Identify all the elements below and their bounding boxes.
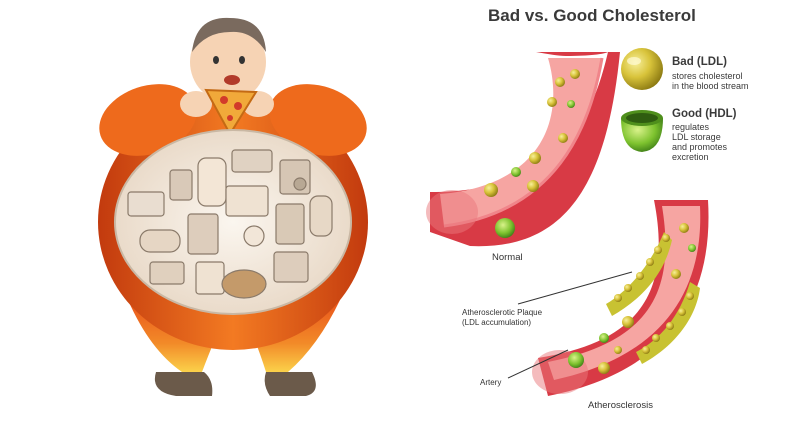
ldl-legend-desc: stores cholesterol in the blood stream bbox=[672, 71, 749, 91]
atherosclerosis-label: Atherosclerosis bbox=[588, 400, 653, 411]
normal-artery-lumen bbox=[440, 58, 602, 226]
hdl-desc-line-2: LDL storage bbox=[672, 132, 721, 142]
normal-artery bbox=[426, 52, 620, 247]
normal-label: Normal bbox=[492, 252, 523, 263]
athero-particles bbox=[568, 223, 696, 374]
hdl-desc-line-4: excretion bbox=[672, 152, 709, 162]
hdl-desc-line-1: regulates bbox=[672, 122, 710, 132]
left-eye bbox=[213, 56, 219, 64]
right-eye bbox=[239, 56, 245, 64]
plaque-label-line-1: Atherosclerotic Plaque bbox=[462, 308, 543, 317]
mouth bbox=[224, 75, 240, 85]
hdl-green-cup-icon bbox=[621, 110, 663, 152]
plaque-deposits bbox=[606, 232, 700, 364]
atherosclerotic-artery bbox=[532, 200, 709, 396]
ldl-desc-line-1: stores cholesterol bbox=[672, 71, 743, 81]
ldl-legend-title: Bad (LDL) bbox=[672, 56, 727, 68]
hdl-legend-desc: regulates LDL storage and promotes excre… bbox=[672, 122, 727, 162]
normal-particles bbox=[484, 69, 580, 238]
hdl-legend-title: Good (HDL) bbox=[672, 108, 737, 120]
plaque-label: Atherosclerotic Plaque (LDL accumulation… bbox=[462, 308, 542, 328]
pizza-slice-icon bbox=[204, 88, 258, 136]
artery-callout-line bbox=[507, 349, 569, 379]
right-shoe bbox=[264, 372, 316, 396]
plaque-lower bbox=[636, 282, 700, 364]
hair bbox=[192, 17, 266, 52]
plaque-callout-line bbox=[517, 271, 633, 305]
ldl-yellow-sphere-icon bbox=[621, 48, 663, 90]
artery-label: Artery bbox=[480, 378, 502, 387]
page-title: Bad vs. Good Cholesterol bbox=[488, 6, 696, 25]
junk-food-items bbox=[127, 149, 333, 299]
head bbox=[190, 22, 266, 102]
left-hand bbox=[180, 91, 212, 117]
right-arm bbox=[269, 84, 367, 156]
obese-man-illustration bbox=[98, 17, 368, 396]
ldl-desc-line-2: in the blood stream bbox=[672, 81, 749, 91]
hdl-desc-line-3: and promotes bbox=[672, 142, 728, 152]
left-shoe bbox=[154, 372, 213, 396]
plaque-label-line-2: (LDL accumulation) bbox=[462, 318, 532, 327]
left-arm bbox=[99, 84, 197, 156]
